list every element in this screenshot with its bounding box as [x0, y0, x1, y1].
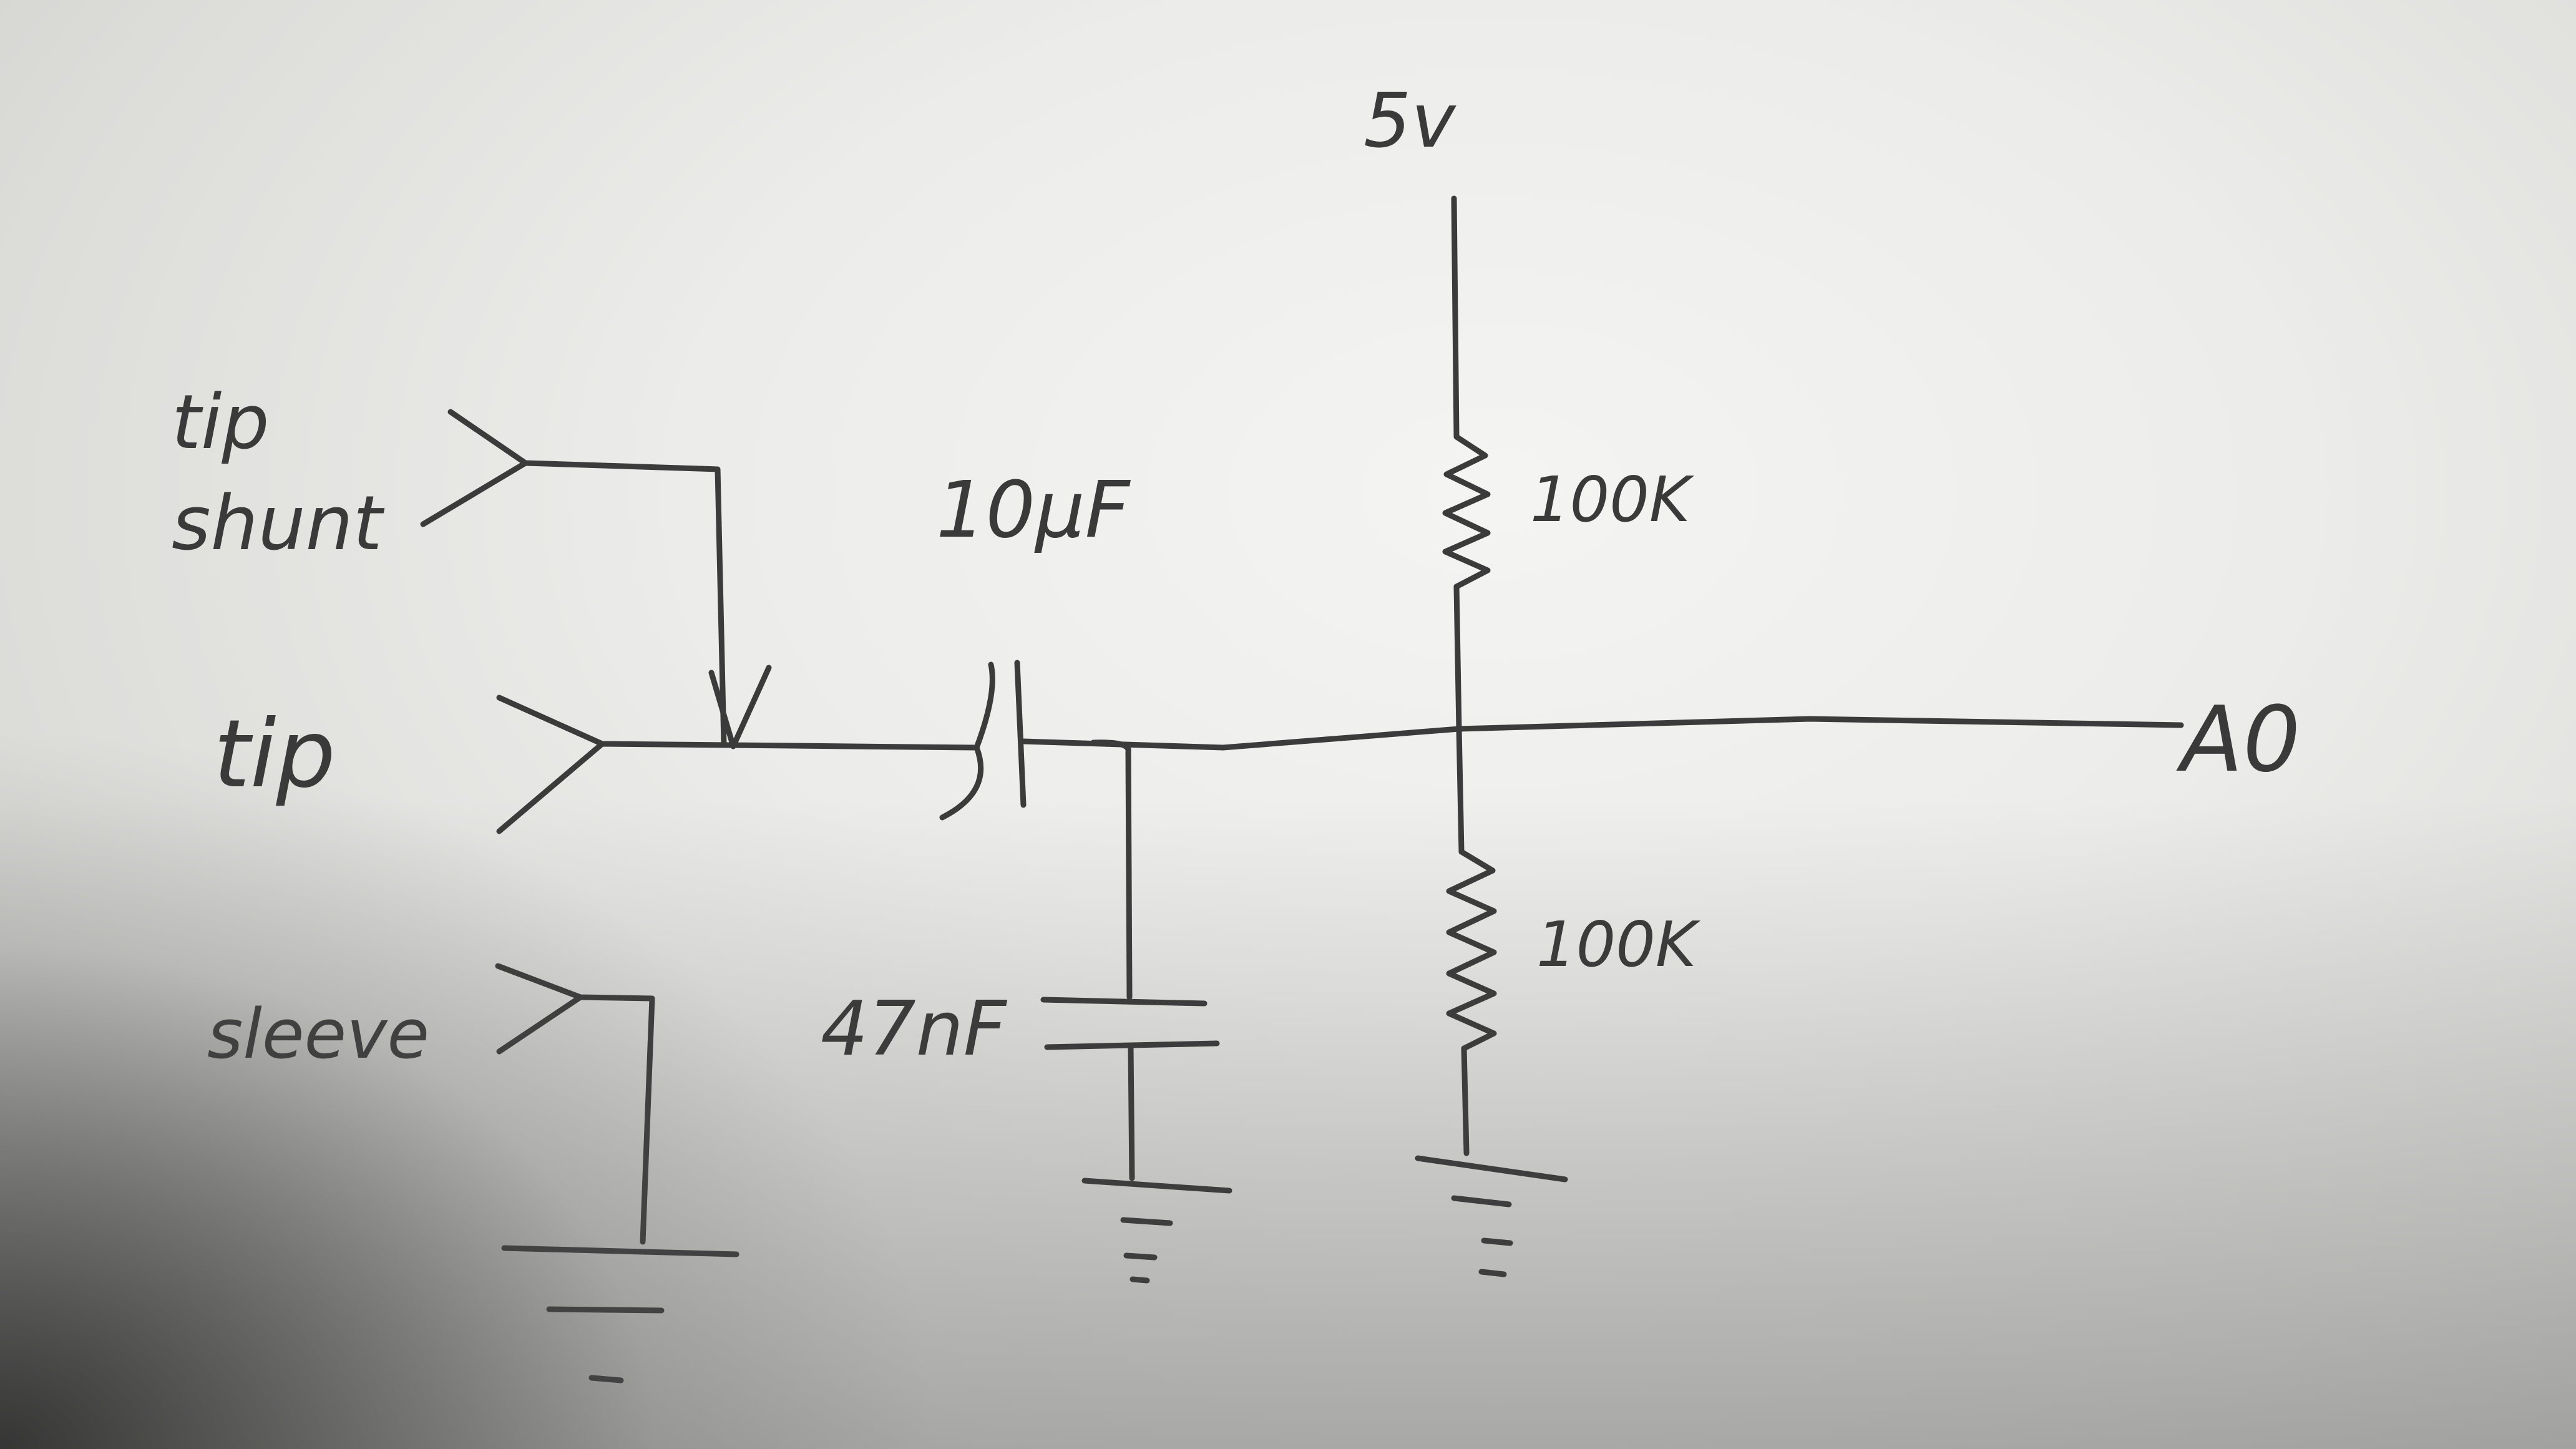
sleeve-label: sleeve — [207, 994, 429, 1074]
top-resistor-label: 100K — [1530, 463, 1695, 536]
bottom-resistor-lead — [1456, 726, 1465, 855]
coupling-capacitor-label: 10μF — [936, 465, 1131, 555]
bottom-resistor-label: 100K — [1536, 908, 1701, 981]
filter-capacitor-label: 47nF — [821, 986, 1008, 1073]
bottom-resistor-ground-lead — [1461, 1045, 1470, 1156]
supply-wire — [1451, 195, 1460, 440]
top-resistor-lead — [1453, 583, 1462, 732]
ground-icon — [1081, 1178, 1232, 1284]
signal-wire — [1020, 716, 2184, 751]
tip-shunt-contact — [420, 409, 727, 747]
ground-icon — [1415, 1155, 1568, 1277]
output-label: A0 — [2176, 687, 2300, 793]
coupling-capacitor — [939, 660, 1027, 821]
filter-capacitor — [1040, 997, 1220, 1050]
top-resistor — [1442, 434, 1491, 590]
sleeve-contact — [495, 963, 655, 1245]
bottom-resistor — [1446, 849, 1497, 1051]
tip-label: tip — [213, 700, 336, 809]
filter-capacitor-lead-top — [1090, 739, 1133, 1000]
tip-shunt-label-line2: shunt — [172, 481, 385, 567]
tip-shunt-label-line1: tip — [172, 379, 270, 466]
filter-capacitor-lead-bottom — [1128, 1044, 1135, 1181]
tip-contact — [496, 695, 980, 834]
ground-icon — [501, 1245, 739, 1383]
supply-label: 5v — [1364, 78, 1456, 165]
